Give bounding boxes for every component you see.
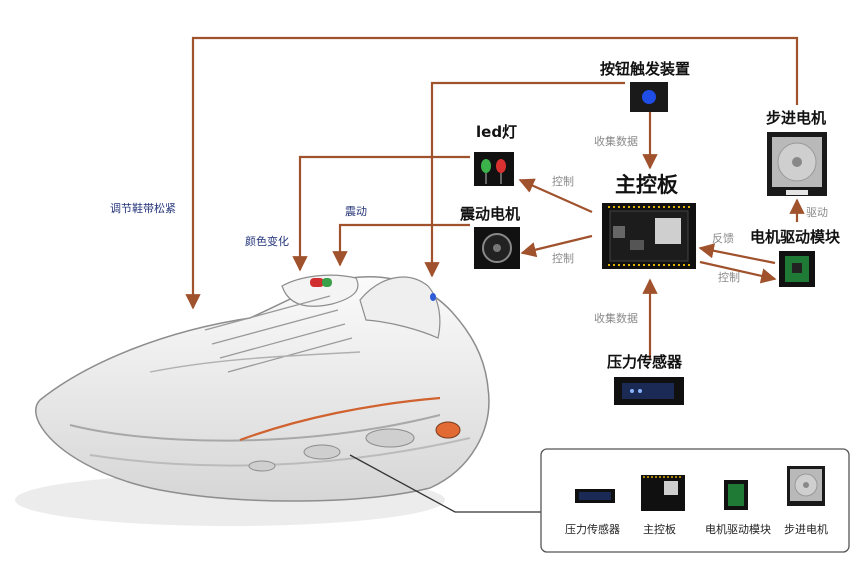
legend-label-pressure-sensor: 压力传感器: [565, 523, 620, 536]
led-icon: [474, 152, 514, 186]
edge-label-adjust-laces: 调节鞋带松紧: [110, 202, 176, 215]
node-button-device: 按钮触发装置: [600, 60, 691, 78]
connectors: [185, 36, 805, 360]
legend-pressure-sensor-icon: [575, 489, 615, 503]
node-main-board: 主控板: [615, 173, 678, 197]
motor-driver-icon: [779, 251, 815, 287]
edge-label-vibrate: 震动: [345, 205, 367, 218]
node-motor-driver: 电机驱动模块: [750, 228, 841, 246]
edge-label-control-vibration: 控制: [552, 252, 574, 265]
legend-stepper-motor-icon: [787, 466, 825, 506]
edge-label-control-led: 控制: [552, 175, 574, 188]
button-device-icon: [630, 82, 668, 112]
vibration-motor-icon: [474, 227, 520, 269]
edge-label-feedback: 反馈: [712, 232, 734, 245]
legend-label-stepper-motor: 步进电机: [784, 523, 828, 536]
callout-line: [349, 454, 541, 513]
edge-label-collect-data-top: 收集数据: [594, 135, 638, 148]
stepper-motor-icon: [767, 132, 827, 196]
edge-label-drive: 驱动: [806, 206, 828, 219]
edge-label-color-change: 颜色变化: [245, 235, 289, 248]
legend-box: [540, 448, 850, 553]
node-led: led灯: [476, 123, 518, 141]
node-pressure-sensor: 压力传感器: [607, 353, 683, 371]
node-stepper-motor: 步进电机: [766, 109, 827, 127]
arrow-board-to-driver: [699, 260, 777, 284]
pressure-sensor-icon: [614, 377, 684, 405]
node-vibration-motor: 震动电机: [460, 205, 521, 223]
arrow-board-to-led: [518, 178, 593, 214]
arrow-vibrate: [332, 223, 470, 267]
arrow-color-change: [292, 155, 470, 272]
legend-main-board-icon: [641, 475, 685, 511]
shoe-illustration: [15, 274, 490, 526]
main-board-icon: [602, 203, 696, 269]
legend-motor-driver-icon: [724, 480, 748, 510]
arrow-adjust-laces: [185, 36, 799, 310]
legend-label-main-board: 主控板: [643, 523, 676, 536]
arrow-button-to-shoe: [424, 81, 625, 278]
legend-label-motor-driver: 电机驱动模块: [705, 523, 771, 536]
arrow-board-to-vibration: [520, 234, 593, 258]
arrow-driver-to-board: [698, 243, 776, 265]
edge-label-collect-data-bottom: 收集数据: [594, 312, 638, 325]
edge-label-control-driver: 控制: [718, 271, 740, 284]
